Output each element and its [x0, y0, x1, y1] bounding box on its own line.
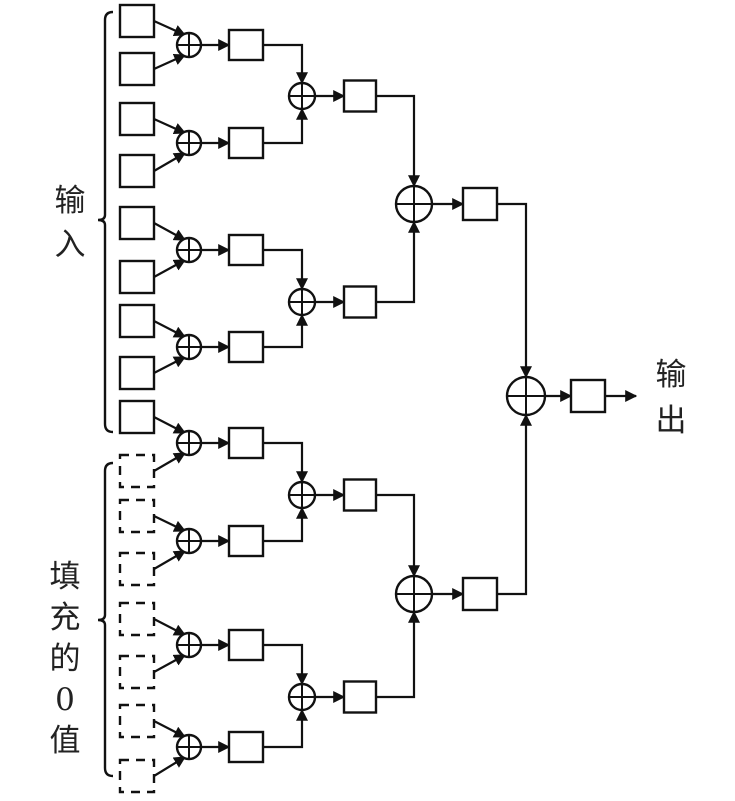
input-arrow [153, 152, 187, 172]
level1-register [227, 126, 265, 160]
input-register [118, 355, 156, 391]
level2-adder [287, 287, 317, 317]
input-register [118, 3, 156, 39]
padded-zero-register [118, 601, 156, 637]
input-label-char: 输 [54, 183, 86, 219]
input-arrow [153, 416, 187, 434]
level3-register [461, 576, 499, 612]
padding-label-char: 0 [55, 682, 75, 718]
level2-register [342, 285, 378, 319]
level1-adder [175, 733, 203, 761]
padded-zero-register [118, 758, 156, 794]
input-arrow [153, 320, 187, 338]
level1-register [227, 524, 265, 558]
level3-to-final-wire [497, 413, 532, 596]
padded-zero-register [118, 498, 156, 534]
level3-adder [394, 574, 434, 614]
input-register [118, 399, 156, 435]
level3-register [461, 186, 499, 222]
level1-adder [175, 31, 203, 59]
padding-label-char: 值 [49, 723, 81, 759]
output-register [569, 378, 607, 414]
input-register [118, 303, 156, 339]
level1-adder [175, 236, 203, 264]
input-arrow [153, 222, 187, 241]
level2-to-level3-wire [376, 493, 420, 578]
level2-adder [287, 480, 317, 510]
input-arrow [153, 53, 187, 71]
padding-zeros-label: 填 充 的 0 值 [45, 562, 85, 767]
padded-zero-register [118, 654, 156, 690]
input-arrow [153, 356, 187, 374]
input-register [118, 259, 156, 295]
input-register [118, 101, 156, 137]
level2-to-level3-wire [376, 94, 420, 188]
input-register [118, 51, 156, 87]
level1-adder [175, 129, 203, 157]
level1-adder [175, 333, 203, 361]
input-arrow [153, 756, 187, 777]
level1-to-level2-wire [263, 506, 308, 543]
level1-register [227, 426, 265, 460]
input-arrow [153, 618, 187, 636]
input-arrow [153, 452, 187, 472]
level1-to-level2-wire [263, 441, 308, 484]
level1-to-level2-wire [263, 708, 308, 749]
level2-to-level3-wire [376, 220, 420, 304]
level1-adder [175, 527, 203, 555]
input-arrow [153, 515, 187, 532]
input-brace [97, 10, 114, 434]
input-label: 输 入 [50, 186, 90, 274]
level2-adder [287, 682, 317, 712]
input-label-char: 入 [54, 227, 86, 263]
output-label: 输 出 [651, 360, 691, 452]
padded-zero-register [118, 551, 156, 587]
level1-register [227, 330, 265, 364]
level2-adder [287, 81, 317, 111]
level1-adder [175, 429, 203, 457]
input-arrow [153, 654, 187, 673]
input-register [118, 153, 156, 189]
level1-register [227, 730, 265, 764]
level1-register [227, 28, 265, 62]
input-arrow [153, 550, 187, 570]
level1-register [227, 628, 265, 662]
input-register [118, 205, 156, 241]
level3-adder [394, 184, 434, 224]
input-arrow [153, 19, 187, 37]
output-label-char: 出 [655, 403, 687, 439]
input-arrow [153, 259, 187, 278]
level2-register [342, 478, 378, 512]
level1-register [227, 233, 265, 267]
final-adder [505, 375, 547, 417]
level1-to-level2-wire [263, 107, 308, 145]
output-label-char: 输 [655, 357, 687, 393]
padding-brace [97, 461, 114, 778]
padding-label-char: 填 [49, 559, 81, 595]
padding-label-char: 的 [49, 641, 81, 677]
level1-adder [175, 631, 203, 659]
padded-zero-register [118, 453, 156, 489]
level1-to-level2-wire [263, 43, 308, 85]
input-arrow [153, 720, 187, 738]
level2-register [342, 79, 378, 113]
input-arrow [153, 117, 187, 135]
level1-to-level2-wire [263, 248, 308, 291]
padding-label-char: 充 [49, 600, 81, 636]
level3-to-final-wire [497, 202, 532, 379]
level1-to-level2-wire [263, 313, 308, 349]
padded-zero-register [118, 703, 156, 739]
level2-to-level3-wire [376, 610, 420, 699]
level1-to-level2-wire [263, 643, 308, 686]
level2-register [342, 680, 378, 714]
